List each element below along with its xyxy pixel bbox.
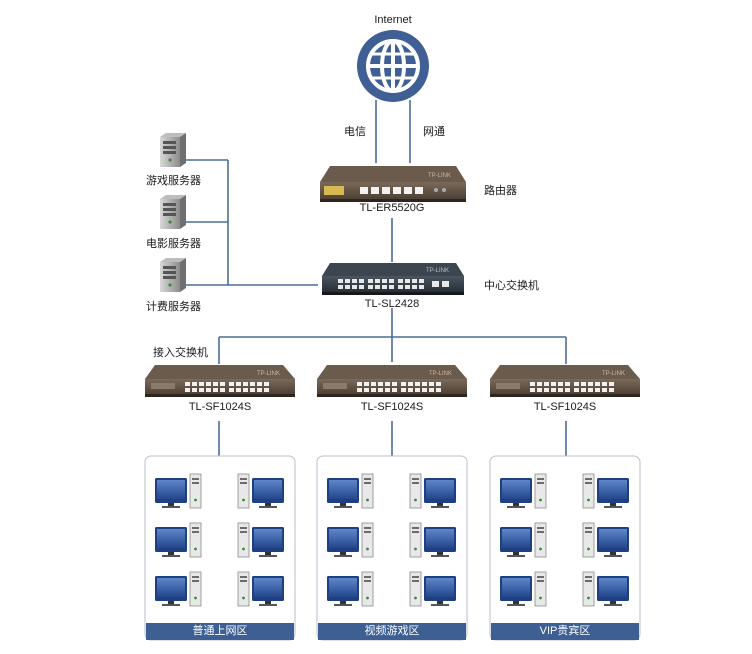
zone-label-video-game: 视频游戏区 — [364, 625, 420, 637]
desktop-pc-icon — [237, 571, 284, 607]
access-switch-device-icon: TP-LINK — [317, 365, 467, 397]
desktop-pc-icon — [582, 473, 629, 509]
core-switch-device-icon: TP-LINK — [322, 263, 464, 295]
core-switch-model-label: TL-SL2428 — [364, 298, 420, 310]
globe-icon — [357, 30, 429, 102]
server-tower-icon — [160, 195, 186, 229]
server-label-game: 游戏服务器 — [146, 175, 201, 187]
desktop-pc-icon — [327, 571, 374, 607]
access-switch-model-3: TL-SF1024S — [533, 401, 597, 413]
desktop-pc-icon — [327, 522, 374, 558]
zone-label-general: 普通上网区 — [192, 625, 248, 637]
desktop-pc-icon — [155, 571, 202, 607]
server-label-billing: 计费服务器 — [146, 301, 201, 313]
zone-label-vip: VIP贵宾区 — [539, 625, 591, 637]
access-switch-device-icon: TP-LINK — [145, 365, 295, 397]
desktop-pc-icon — [237, 522, 284, 558]
desktop-pc-icon — [155, 473, 202, 509]
internet-label: Internet — [374, 14, 412, 26]
router-device-icon: TP-LINK — [320, 166, 466, 202]
access-switch-brand-logo: TP-LINK — [602, 371, 625, 377]
server-label-movie: 电影服务器 — [146, 238, 201, 250]
router-role-label: 路由器 — [484, 185, 517, 197]
core-switch-role-label: 中心交换机 — [484, 280, 539, 292]
server-tower-icon — [160, 258, 186, 292]
router-brand-logo: TP-LINK — [428, 173, 451, 179]
desktop-pc-icon — [500, 522, 547, 558]
isp-netcom-label: 网通 — [423, 126, 445, 138]
desktop-pc-icon — [500, 473, 547, 509]
access-layer-label: 接入交换机 — [153, 347, 208, 359]
access-switch-brand-logo: TP-LINK — [429, 371, 452, 377]
access-switch-device-icon: TP-LINK — [490, 365, 640, 397]
desktop-pc-icon — [582, 571, 629, 607]
desktop-pc-icon — [327, 473, 374, 509]
server-tower-icon — [160, 133, 186, 167]
pc-group — [155, 473, 629, 607]
access-switch-model-1: TL-SF1024S — [188, 401, 252, 413]
desktop-pc-icon — [237, 473, 284, 509]
desktop-pc-icon — [155, 522, 202, 558]
core-switch-brand-logo: TP-LINK — [426, 268, 449, 274]
isp-telecom-label: 电信 — [344, 126, 366, 138]
desktop-pc-icon — [409, 473, 456, 509]
router-model-label: TL-ER5520G — [359, 202, 425, 214]
access-switch-brand-logo: TP-LINK — [257, 371, 280, 377]
desktop-pc-icon — [409, 571, 456, 607]
desktop-pc-icon — [582, 522, 629, 558]
access-switch-model-2: TL-SF1024S — [360, 401, 424, 413]
desktop-pc-icon — [500, 571, 547, 607]
desktop-pc-icon — [409, 522, 456, 558]
